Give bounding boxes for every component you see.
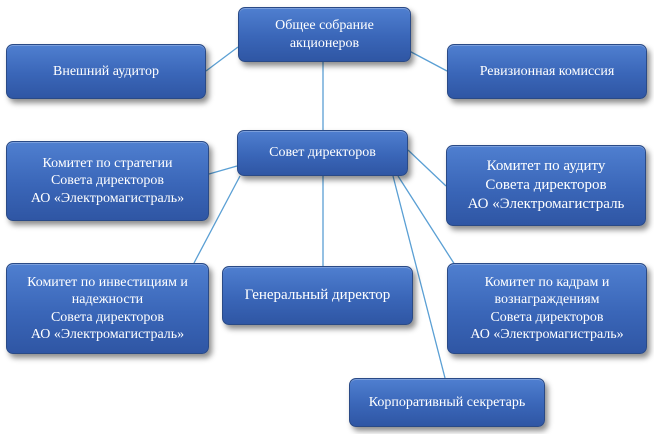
node-label-line: Комитет по стратегии xyxy=(42,155,173,171)
node-label-line: Корпоративный секретарь xyxy=(368,394,526,410)
node-label-line: акционеров xyxy=(289,35,360,51)
connector-board-audit xyxy=(407,149,447,187)
node-hr-committee[interactable]: Комитет по кадрам и вознаграждениям Сове… xyxy=(447,263,647,354)
node-label-line: АО «Электромагистраль xyxy=(467,195,625,212)
node-label-line: Ревизионная комиссия xyxy=(479,63,615,79)
node-label-line: вознаграждениям xyxy=(494,292,600,307)
node-audit-committee[interactable]: Комитет по аудиту Совета директоров АО «… xyxy=(446,145,646,226)
node-label-line: АО «Электромагистраль» xyxy=(30,190,185,206)
connector-board-strat xyxy=(208,165,238,175)
node-label-line: Совет директоров xyxy=(269,145,376,161)
node-label-line: Совета директоров xyxy=(50,309,165,325)
node-label-line: Совета директоров xyxy=(490,309,604,325)
node-general-shareholders-meeting[interactable]: Общее собрание акционеров xyxy=(238,7,411,62)
node-general-director[interactable]: Генеральный директор xyxy=(222,266,413,325)
node-label-line: Комитет по инвестициям и xyxy=(27,274,188,290)
node-board-of-directors[interactable]: Совет директоров xyxy=(237,130,408,176)
node-label-line: надежности xyxy=(71,292,144,307)
connector-gsm-ext xyxy=(205,46,239,72)
node-external-auditor[interactable]: Внешний аудитор xyxy=(6,44,206,99)
connector-board-invest xyxy=(193,175,241,264)
node-strategy-committee[interactable]: Комитет по стратегии Совета директоров А… xyxy=(6,141,209,221)
node-label-line: Комитет по кадрам и xyxy=(484,274,610,290)
node-label-line: Внешний аудитор xyxy=(53,63,159,79)
node-label-line: Общее собрание xyxy=(275,18,374,33)
node-label-line: Совета директоров xyxy=(485,177,607,194)
node-corporate-secretary[interactable]: Корпоративный секретарь xyxy=(349,378,545,427)
node-audit-commission[interactable]: Ревизионная комиссия xyxy=(447,44,647,99)
connector-board-hr xyxy=(397,175,456,266)
node-label-line: АО «Электромагистраль» xyxy=(30,327,185,342)
node-label-line: АО «Электромагистраль» xyxy=(470,327,624,342)
connector-board-sec xyxy=(392,175,446,379)
node-label-line: Генеральный директор xyxy=(244,287,391,304)
node-label-line: Совета директоров xyxy=(50,173,165,189)
node-investment-committee[interactable]: Комитет по инвестициям и надежности Сове… xyxy=(6,263,209,354)
node-label-line: Комитет по аудиту xyxy=(486,158,606,175)
